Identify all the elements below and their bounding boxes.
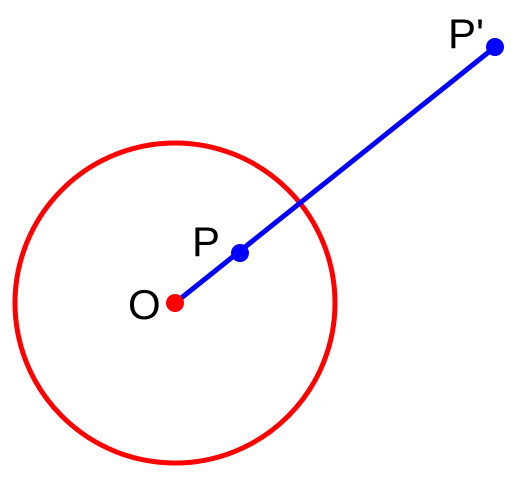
origin-point — [166, 294, 184, 312]
reference-circle — [12, 140, 338, 466]
point-p-label: P — [192, 218, 220, 265]
ray-segment — [173, 45, 497, 305]
point-p-prime-label: P' — [448, 10, 484, 57]
origin-label: O — [128, 281, 161, 328]
point-p — [231, 244, 249, 262]
point-p-prime — [486, 38, 504, 56]
